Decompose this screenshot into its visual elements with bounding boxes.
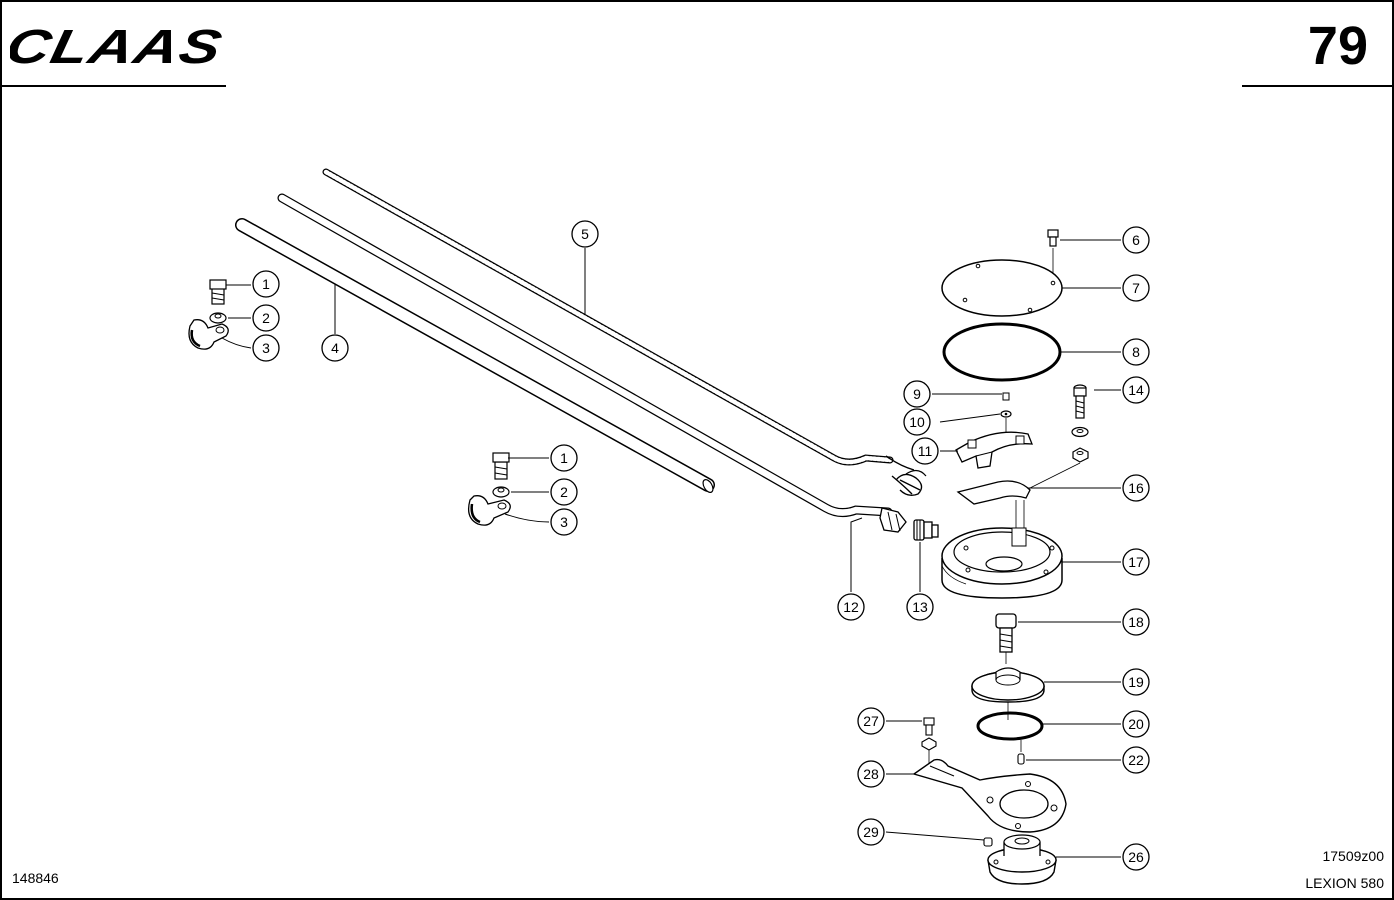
- callout-4: 4: [321, 334, 349, 362]
- callout-label: 6: [1132, 232, 1140, 248]
- callout-label: 20: [1128, 716, 1144, 732]
- callout-27: 27: [857, 707, 885, 735]
- part-9-10: [1000, 392, 1012, 440]
- drawing-ref-left: 148846: [12, 870, 59, 886]
- drawing-ref-right: 17509z00: [1322, 848, 1384, 864]
- callout-label: 2: [560, 484, 568, 500]
- callout-label: 3: [560, 514, 568, 530]
- callout-29: 29: [857, 818, 885, 846]
- callout-label: 26: [1128, 849, 1144, 865]
- callout-2-upper: 2: [252, 304, 280, 332]
- callout-19: 19: [1122, 668, 1150, 696]
- part-14-bolt: [1021, 384, 1089, 493]
- part-8-oring: [942, 322, 1062, 382]
- callout-label: 12: [843, 599, 859, 615]
- part-12-pipe: [277, 193, 907, 533]
- clamp-group-upper: [188, 279, 229, 350]
- part-28-arm: [912, 758, 1067, 833]
- part-17-housing: [941, 527, 1063, 599]
- callout-label: 11: [918, 443, 933, 459]
- callout-22: 22: [1122, 746, 1150, 774]
- model-name: LEXION 580: [1305, 875, 1384, 891]
- callout-8: 8: [1122, 338, 1150, 366]
- callout-11: 11: [911, 437, 939, 465]
- callout-label: 18: [1128, 614, 1144, 630]
- callout-14: 14: [1122, 376, 1150, 404]
- part-18-bolt: [995, 613, 1017, 664]
- callout-label: 3: [262, 340, 270, 356]
- part-7-cover: [941, 259, 1063, 317]
- callout-label: 16: [1128, 480, 1144, 496]
- callout-label: 29: [863, 824, 879, 840]
- part-11-bracket: [955, 431, 1033, 469]
- callout-label: 28: [863, 766, 879, 782]
- part-26-hub: [987, 834, 1057, 885]
- callout-3-upper: 3: [252, 334, 280, 362]
- part-19-disc: [971, 667, 1045, 720]
- callout-label: 14: [1128, 382, 1144, 398]
- claas-logo: CLAAS: [10, 22, 227, 70]
- callout-3-lower: 3: [550, 508, 578, 536]
- callout-12: 12: [837, 593, 865, 621]
- callout-7: 7: [1122, 274, 1150, 302]
- clamp-group-lower: [467, 452, 511, 526]
- svg-text:CLAAS: CLAAS: [10, 22, 227, 70]
- callout-1-lower: 1: [550, 444, 578, 472]
- callout-28: 28: [857, 760, 885, 788]
- callout-6: 6: [1122, 226, 1150, 254]
- callout-26: 26: [1122, 843, 1150, 871]
- callouts: 1 2 3 4 1 2 3 5 6 7 8 9 10 11 12 13 14 1…: [252, 220, 1150, 871]
- part-20-ring: [976, 711, 1044, 741]
- page-number: 79: [1307, 16, 1368, 76]
- callout-label: 17: [1128, 554, 1144, 570]
- callout-label: 19: [1128, 674, 1144, 690]
- callout-label: 10: [909, 414, 925, 430]
- part-27-screw: [921, 717, 937, 766]
- callout-1-upper: 1: [252, 270, 280, 298]
- callout-5: 5: [571, 220, 599, 248]
- part-13-fitting: [913, 519, 939, 541]
- callout-16: 16: [1122, 474, 1150, 502]
- callout-2-lower: 2: [550, 478, 578, 506]
- callout-label: 1: [262, 276, 270, 292]
- callout-label: 9: [913, 386, 921, 402]
- part-5-hose: [322, 168, 927, 497]
- callout-9: 9: [903, 380, 931, 408]
- callout-13: 13: [906, 593, 934, 621]
- callout-label: 5: [581, 226, 589, 242]
- callout-label: 13: [912, 599, 928, 615]
- callout-17: 17: [1122, 548, 1150, 576]
- callout-label: 8: [1132, 344, 1140, 360]
- leader-lines: [221, 239, 1121, 858]
- callout-label: 22: [1128, 752, 1144, 768]
- callout-label: 2: [262, 310, 270, 326]
- callout-10: 10: [903, 408, 931, 436]
- callout-label: 1: [560, 450, 568, 466]
- part-4-tube: [235, 218, 715, 493]
- part-22-pin: [1017, 740, 1025, 765]
- callout-label: 7: [1132, 280, 1140, 296]
- callout-label: 4: [331, 340, 339, 356]
- callout-18: 18: [1122, 608, 1150, 636]
- part-29-screw: [983, 837, 993, 847]
- callout-20: 20: [1122, 710, 1150, 738]
- callout-label: 27: [863, 713, 879, 729]
